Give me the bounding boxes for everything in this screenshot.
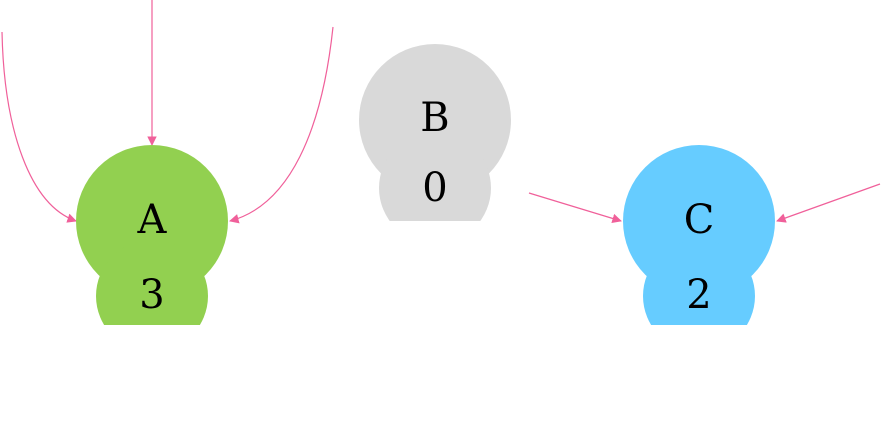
edge-into-a-right <box>229 26 334 224</box>
node-c-label: C <box>684 197 715 243</box>
node-a-body <box>96 240 208 325</box>
node-b <box>359 44 511 221</box>
edge-into-a-left <box>1 31 77 223</box>
node-b-body <box>379 132 491 221</box>
node-b-label: B <box>420 95 449 141</box>
node-a <box>76 145 228 325</box>
node-a-count: 3 <box>139 272 164 318</box>
node-c <box>623 145 775 325</box>
node-c-body <box>643 240 755 325</box>
node-a-label: A <box>137 197 168 243</box>
edge-into-c-right <box>776 183 881 223</box>
node-b-count: 0 <box>422 165 447 211</box>
node-c-count: 2 <box>686 272 711 318</box>
edge-into-c-left <box>528 192 622 224</box>
